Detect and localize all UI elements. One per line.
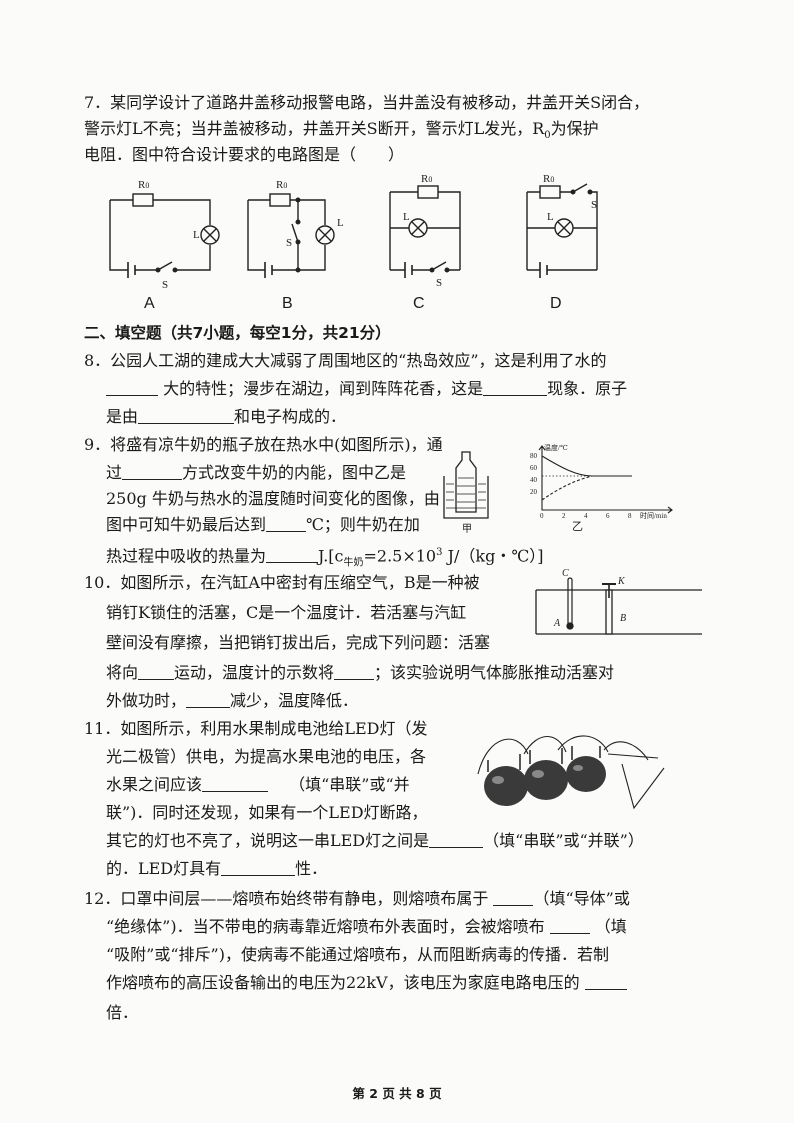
svg-text:R0: R0 [543,173,554,185]
svg-text:60: 60 [530,464,538,472]
option-b-label: B [282,295,293,312]
q11-line-2: 光二极管）供电，为提高水果电池的电压，各 [106,747,427,766]
q10-blank-3[interactable] [186,691,231,708]
water-curve [541,455,632,477]
option-a-label: A [144,295,155,312]
q8-blank-2[interactable] [483,379,548,396]
q11-line-6: 的．LED灯具有性． [106,859,328,878]
svg-text:L: L [337,217,344,229]
svg-text:20: 20 [530,488,538,496]
q8-line-2: 大的特性；漫步在湖边，闻到阵阵花香，这是现象．原子 [106,378,627,400]
circuit-c [389,185,461,278]
q10-line-5: 外做功时，减少，温度降低． [106,691,359,710]
q8-blank-1[interactable] [106,379,158,396]
svg-text:L: L [403,211,410,223]
circuit-d [526,183,598,278]
q11-line-4: 联”)．同时还发现，如果有一个LED灯断路， [106,803,428,822]
svg-text:R0: R0 [276,179,287,191]
q10-figure-cylinder: C K A B [535,568,702,635]
svg-text:C: C [562,568,569,579]
q9-line-2: 过方式改变牛奶的内能，图中乙是 [106,463,407,482]
svg-text:L: L [193,229,200,241]
svg-text:40: 40 [530,476,538,484]
q9-blank-2[interactable] [266,515,307,532]
q7-circuit-diagrams: R0 L S R0 L S R0 L S R0 S L [109,173,598,291]
milk-curve [541,475,593,501]
option-c-label: C [413,295,425,312]
q11-blank-3[interactable] [221,859,296,876]
q10-line-4: 将向运动，温度计的示数将；该实验说明气体膨胀推动活塞对 [106,663,615,682]
q11-blank-2[interactable] [429,831,484,848]
svg-text:6: 6 [606,512,610,520]
svg-text:B: B [620,613,626,624]
q7-line-3: 电阻．图中符合设计要求的电路图是（ ） [84,145,405,164]
svg-text:80: 80 [530,452,538,460]
q9-figure-beaker: 甲 [443,451,489,535]
q8-blank-3[interactable] [138,407,235,424]
svg-text:0: 0 [540,512,544,520]
svg-text:S: S [162,279,168,291]
circuit-a [109,193,220,278]
q8-line-1: 8．公园人工湖的建成大大减弱了周围地区的“热岛效应”，这是利用了水的 [84,351,607,370]
q11-line-1: 11．如图所示，利用水果制成电池给LED灯（发 [84,719,428,738]
q12-line-3: “吸附”或“排斥”)，使病毒不能通过熔喷布，从而阻断病毒的传播．若制 [106,945,609,964]
svg-text:L: L [547,211,554,223]
q11-figure-fruit-battery [477,735,665,810]
section-2-heading: 二、填空题（共7小题，每空1分，共21分） [84,324,391,342]
svg-text:乙: 乙 [572,520,583,532]
q11-blank-1[interactable] [202,775,269,792]
circuit-b [247,193,335,278]
svg-text:A: A [553,618,561,629]
q11-line-5: 其它的灯也不亮了，说明这一串LED灯之间是（填“串联”或“并联”） [106,831,644,850]
q12-line-4: 作熔喷布的高压设备输出的电压为22kV，该电压为家庭电路电压的 [106,972,627,994]
svg-text:2: 2 [562,512,566,520]
q12-blank-1[interactable] [493,889,534,906]
q9-blank-3[interactable] [266,546,319,564]
page-footer: 第 2 页 共 8 页 [352,1086,442,1101]
q9-figure-graph: 温度/℃ 80 60 40 20 0 2 4 6 8 时间/min 乙 [530,443,673,532]
q9-line-1: 9．将盛有凉牛奶的瓶子放在热水中(如图所示)，通 [84,435,443,454]
q10-line-1: 10．如图所示，在汽缸A中密封有压缩空气，B是一种被 [84,573,480,592]
q10-line-3: 壁间没有摩擦，当把销钉拔出后，完成下列问题：活塞 [106,633,491,652]
q10-blank-1[interactable] [138,663,175,680]
svg-text:S: S [436,277,442,289]
q7-line-1: 7．某同学设计了道路井盖移动报警电路，当井盖没有被移动，井盖开关S闭合， [84,93,650,112]
q11-line-3: 水果之间应该 （填“串联”或“并 [106,775,410,794]
svg-text:4: 4 [584,512,588,520]
svg-text:R0: R0 [421,173,432,185]
q10-blank-2[interactable] [334,663,375,680]
q7-line-2: 警示灯L不亮；当井盖被移动，井盖开关S断开，警示灯L发光，R0为保护 [84,119,599,142]
q12-blank-2[interactable] [549,917,590,934]
q10-line-2: 销钉K锁住的活塞，C是一个温度计．若活塞与汽缸 [106,603,467,622]
q9-line-3: 250g 牛奶与热水的温度随时间变化的图像，由 [106,489,440,508]
svg-text:甲: 甲 [462,524,472,535]
q12-blank-3[interactable] [584,973,627,990]
q12-line-2: “绝缘体”)．当不带电的病毒靠近熔喷布外表面时，会被熔喷布 （填 [106,917,627,936]
svg-text:K: K [617,576,626,587]
svg-text:S: S [591,199,597,211]
svg-text:R0: R0 [138,179,149,191]
q12-line-5: 倍． [106,1003,139,1022]
svg-text:温度/℃: 温度/℃ [544,443,568,452]
svg-text:S: S [286,237,292,249]
q9-blank-1[interactable] [122,463,183,480]
option-d-label: D [550,295,562,312]
q8-line-3: 是由和电子构成的． [106,407,347,426]
q9-line-4: 图中可知牛奶最后达到℃；则牛奶在加 [106,515,420,534]
svg-text:8: 8 [628,512,632,520]
q12-line-1: 12．口罩中间层——熔喷布始终带有静电，则熔喷布属于 （填“导体”或 [84,889,630,908]
svg-text:时间/min: 时间/min [640,511,667,520]
